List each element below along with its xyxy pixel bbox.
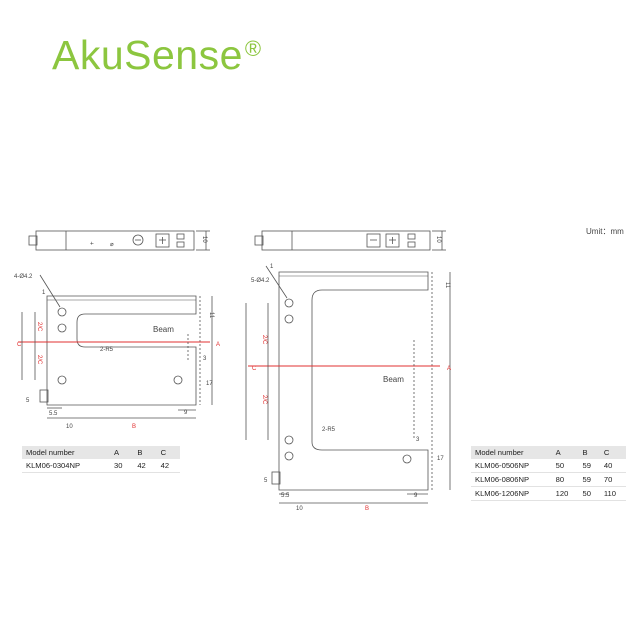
right-dim-11: 11: [444, 282, 450, 289]
cell-a: 30: [109, 459, 134, 473]
left-dim-11: 11: [208, 312, 214, 319]
right-dim-c-half2: 2/C: [261, 395, 267, 405]
svg-text:⌀: ⌀: [110, 242, 114, 248]
left-dim-1: 1: [42, 290, 46, 296]
cell-c: 70: [599, 472, 626, 487]
header-model: Model number: [471, 446, 552, 459]
cell-b: 59: [578, 459, 600, 473]
right-dim-10: 10: [296, 506, 303, 512]
cell-a: 50: [551, 459, 579, 473]
table-header-row: Model number A B C: [22, 446, 180, 459]
right-beam-label: Beam: [383, 375, 404, 384]
left-holes-label: 4-Ø4.2: [14, 274, 33, 280]
left-top-view: [28, 230, 210, 251]
table-row: KLM06-0506NP 50 59 40: [471, 459, 626, 473]
left-dim-9: 9: [184, 410, 188, 416]
right-dim-top10: 10: [435, 236, 441, 243]
header-model: Model number: [22, 446, 110, 459]
cell-b: 59: [578, 472, 600, 487]
left-dim-c-half2: 2/C: [36, 355, 42, 365]
left-radius-label: 2-R5: [100, 347, 114, 353]
registered-mark: ®: [244, 36, 262, 61]
table-header-row: Model number A B C: [471, 446, 626, 459]
right-dim-c: C: [252, 366, 257, 372]
header-b: B: [578, 446, 600, 459]
svg-text:+: +: [90, 241, 96, 245]
cell-model: KLM06-0304NP: [22, 459, 110, 473]
right-dim-5: 5: [264, 478, 268, 484]
table-row: KLM06-0806NP 80 59 70: [471, 472, 626, 487]
right-dim-55: 5.5: [281, 493, 290, 499]
cell-b: 50: [578, 486, 600, 501]
cell-model: KLM06-0806NP: [471, 472, 552, 487]
left-dim-3: 3: [203, 356, 207, 362]
right-dim-1: 1: [270, 264, 274, 270]
left-dim-a: A: [216, 342, 220, 348]
right-top-view: [254, 230, 446, 251]
right-dim-17: 17: [437, 456, 444, 462]
left-dim-c-half1: 2/C: [36, 322, 42, 332]
right-dim-9: 9: [414, 493, 418, 499]
left-beam-label: Beam: [153, 325, 174, 334]
right-dim-3: 3: [416, 437, 420, 443]
header-c: C: [599, 446, 626, 459]
brand-name: AkuSense: [52, 32, 243, 78]
table-row: KLM06-0304NP 30 42 42: [22, 459, 180, 473]
unit-label: Umit：mm: [586, 227, 624, 236]
table-row: KLM06-1206NP 120 50 110: [471, 486, 626, 501]
cell-model: KLM06-1206NP: [471, 486, 552, 501]
cell-model: KLM06-0506NP: [471, 459, 552, 473]
cell-c: 40: [599, 459, 626, 473]
header-c: C: [156, 446, 180, 459]
right-dim-b: B: [365, 506, 369, 512]
left-dim-55: 5.5: [49, 411, 58, 417]
right-u-body: [271, 271, 433, 491]
right-dim-c-half1: 2/C: [261, 335, 267, 345]
model-table-left: Model number A B C KLM06-0304NP 30 42 42: [22, 446, 180, 473]
left-dim-b: B: [132, 424, 136, 430]
right-radius-label: 2-R5: [322, 427, 336, 433]
header-a: A: [551, 446, 579, 459]
header-b: B: [133, 446, 157, 459]
cell-c: 110: [599, 486, 626, 501]
left-u-body: [39, 295, 201, 406]
left-dim-10: 10: [66, 424, 73, 430]
left-dim-top10: 10: [201, 236, 207, 243]
brand-logo: AkuSense®: [52, 32, 262, 79]
left-dim-c: C: [17, 342, 22, 348]
cell-c: 42: [156, 459, 180, 473]
cell-a: 120: [551, 486, 579, 501]
cell-b: 42: [133, 459, 157, 473]
right-holes-label: 5-Ø4.2: [251, 278, 270, 284]
left-dim-5: 5: [26, 398, 30, 404]
right-dim-a: A: [447, 366, 451, 372]
cell-a: 80: [551, 472, 579, 487]
header-a: A: [109, 446, 134, 459]
model-table-right: Model number A B C KLM06-0506NP 50 59 40…: [471, 446, 626, 501]
left-dim-17: 17: [206, 381, 213, 387]
